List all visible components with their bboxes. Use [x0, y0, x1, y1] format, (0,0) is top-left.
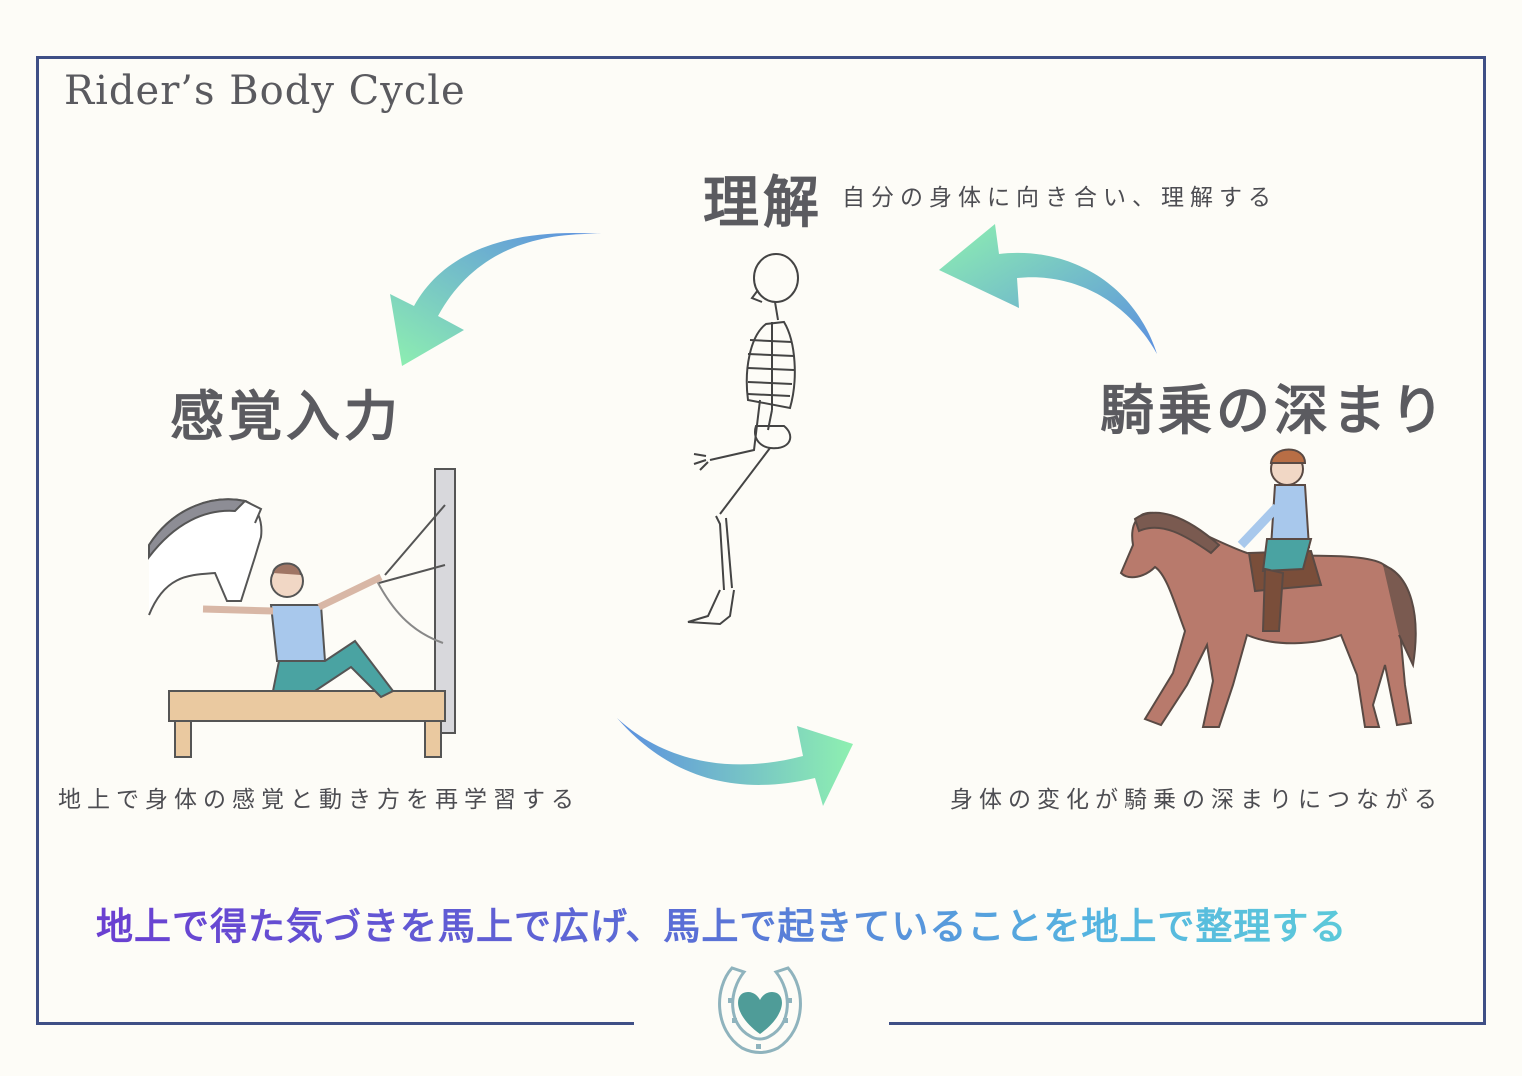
frame-top	[36, 56, 1486, 59]
heading-riding-deepening: 騎乗の深まり	[1100, 378, 1448, 442]
horseshoe-heart-logo	[718, 966, 802, 1054]
frame-bottom-left	[36, 1022, 634, 1025]
cycle-summary-banner: 地上で得た気づきを馬上で広げ、馬上で起きていることを地上で整理する	[96, 896, 1426, 950]
desc-understanding: 自分の身体に向き合い、理解する	[842, 185, 1277, 211]
arrow-top-to-left	[390, 232, 602, 366]
arrow-left-to-right	[617, 718, 853, 806]
heading-understanding: 理解	[703, 170, 823, 236]
desc-sensory-input: 地上で身体の感覚と動き方を再学習する	[58, 787, 580, 813]
desc-riding-deepening: 身体の変化が騎乗の深まりにつながる	[950, 787, 1443, 813]
arrow-right-to-top	[939, 224, 1157, 354]
frame-right	[1483, 56, 1486, 1025]
frame-bottom-right	[889, 1022, 1486, 1025]
pilates-reformer-horse-illustration	[148, 468, 456, 758]
heading-sensory-input: 感覚入力	[170, 384, 402, 448]
skeleton-illustration	[687, 253, 799, 626]
frame-left	[36, 56, 39, 1025]
heart-icon	[738, 992, 782, 1034]
page-title: Rider’s Body Cycle	[64, 68, 466, 114]
horse-rider-illustration	[1119, 448, 1417, 728]
